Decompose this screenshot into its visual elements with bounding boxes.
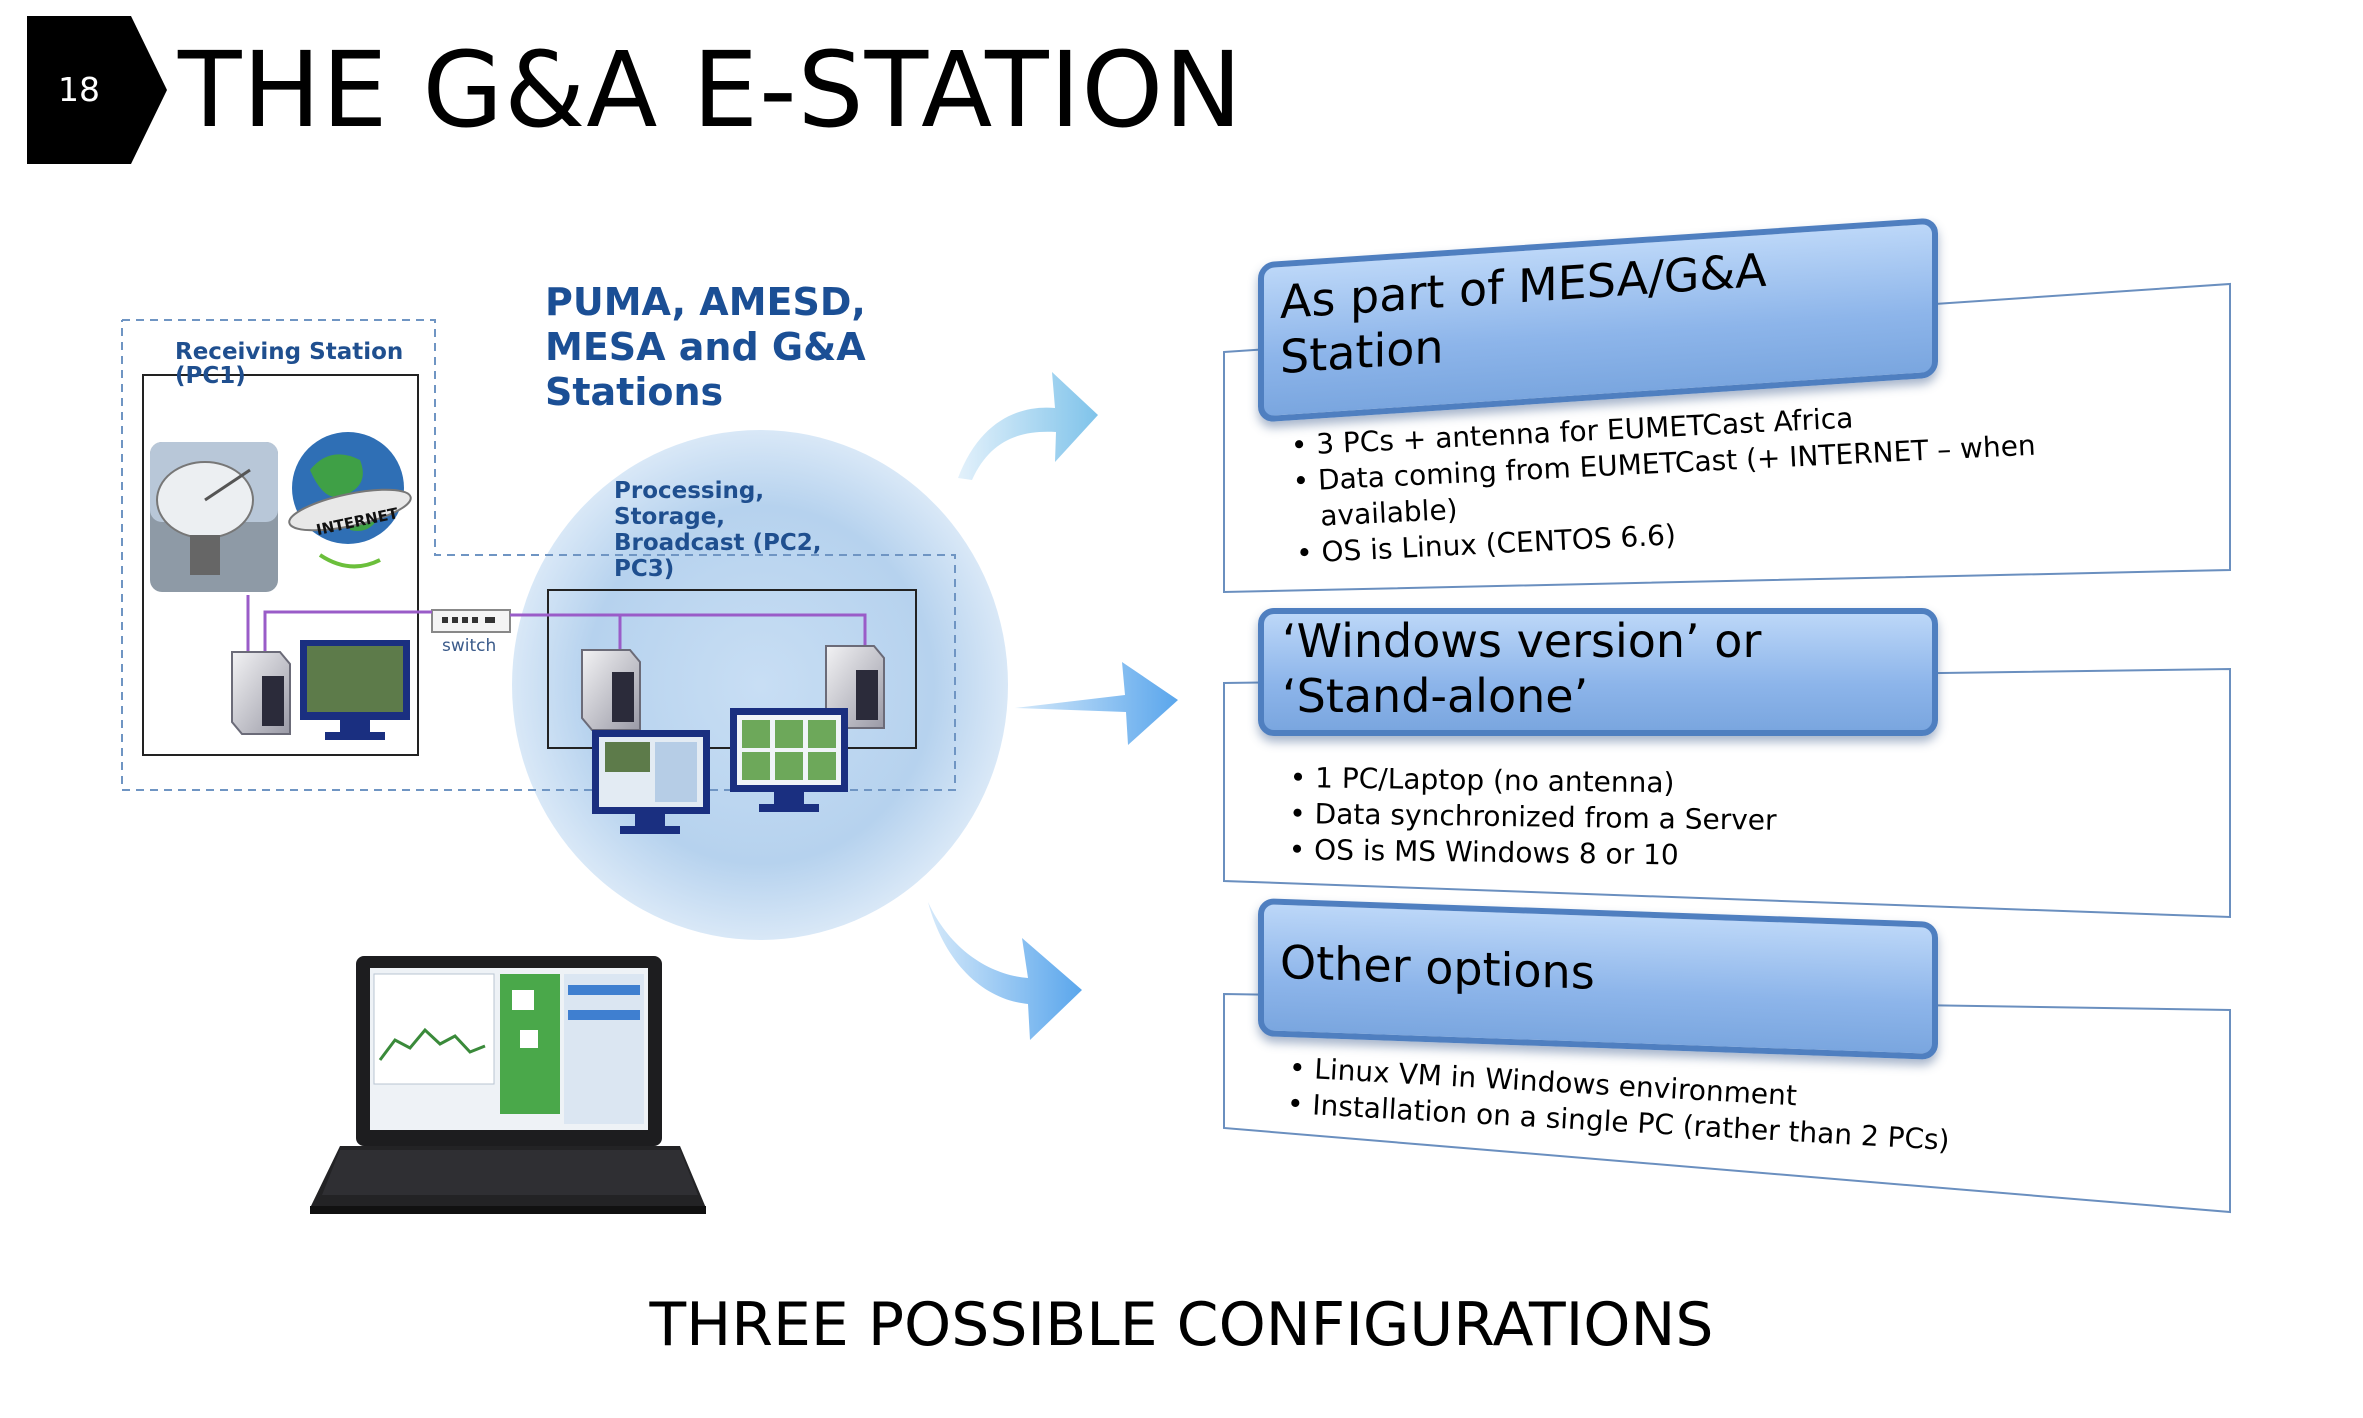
laptop-icon [310, 956, 706, 1214]
receiving-dashed-outline [121, 319, 956, 791]
option-2-bullets: 1 PC/Laptop (no antenna) Data synchroniz… [1288, 760, 1777, 875]
pc2-monitor-icon [592, 730, 710, 834]
arrow-to-option-3 [928, 902, 1082, 1040]
pc3-tower-icon [825, 645, 885, 729]
pc1-tower-icon [231, 651, 291, 735]
slide-number: 18 [58, 70, 100, 109]
pc2-tower-icon [581, 649, 641, 731]
page-title: THE G&A E-STATION [178, 29, 1244, 151]
switch-label: switch [442, 636, 497, 656]
receiving-station-box [142, 374, 419, 756]
option-2-bullet: OS is MS Windows 8 or 10 [1288, 832, 1776, 875]
option-3-title: Other options [1280, 934, 1595, 1000]
pc3-monitor-icon [730, 708, 848, 812]
antenna-icon [150, 442, 278, 592]
processing-label: Processing, Storage, Broadcast (PC2, PC3… [614, 478, 822, 582]
slide-number-badge [27, 16, 167, 164]
arrow-to-option-1 [958, 372, 1098, 480]
option-2-box [1258, 608, 1938, 736]
internet-globe-icon: INTERNET [288, 432, 412, 569]
option-2-title: ‘Windows version’ or ‘Stand-alone’ [1282, 614, 1762, 723]
bottom-caption: THREE POSSIBLE CONFIGURATIONS [649, 1290, 1714, 1360]
stations-title: PUMA, AMESD, MESA and G&A Stations [545, 280, 866, 414]
pc1-monitor-icon [300, 640, 410, 740]
network-diagram: INTERNET [121, 319, 1178, 1214]
network-switch-icon [431, 609, 511, 633]
receiving-station-label: Receiving Station (PC1) [175, 339, 404, 389]
arrow-to-option-2 [1015, 662, 1178, 745]
option-3-header: Other options [1258, 898, 1938, 1060]
